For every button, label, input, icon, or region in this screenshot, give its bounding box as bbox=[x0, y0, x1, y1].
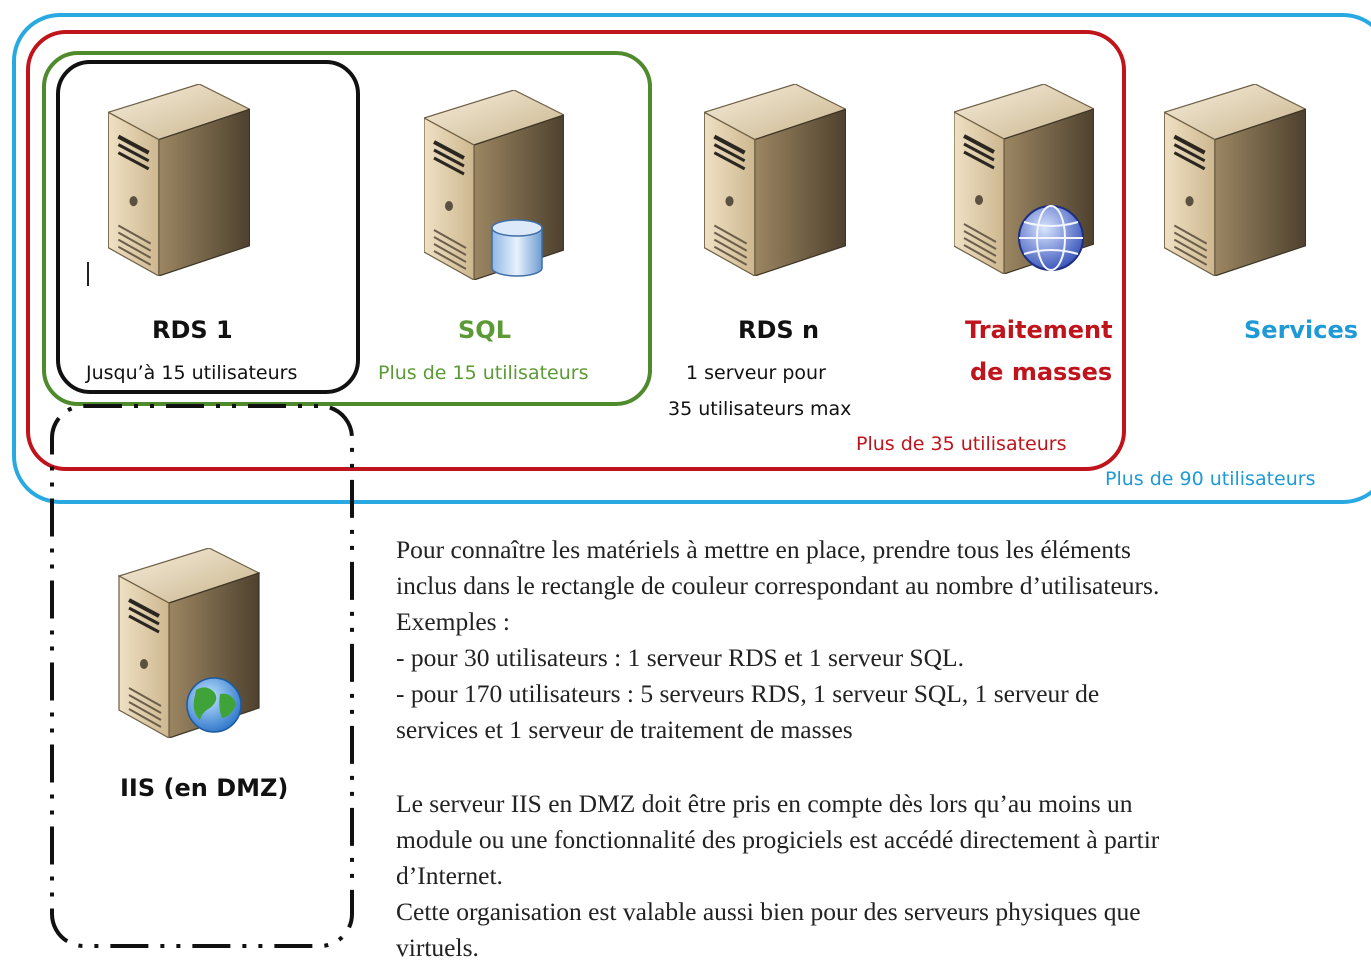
text-line: services et 1 serveur de traitement de m… bbox=[396, 715, 853, 744]
services-frame bbox=[12, 13, 1371, 504]
sql-server-icon bbox=[424, 90, 564, 280]
iis-title: IIS (en DMZ) bbox=[120, 774, 289, 802]
globe-icon bbox=[1018, 205, 1084, 271]
masses-frame bbox=[26, 30, 1126, 471]
text-line: Le serveur IIS en DMZ doit être pris en … bbox=[396, 789, 1133, 818]
text-line: inclus dans le rectangle de couleur corr… bbox=[396, 571, 1160, 600]
text-line: Exemples : bbox=[396, 607, 511, 636]
services-title: Services bbox=[1244, 316, 1359, 344]
masses-title-line-2: de masses bbox=[970, 358, 1113, 386]
sql-frame bbox=[42, 51, 652, 406]
iis-frame bbox=[50, 404, 354, 948]
rds1-title: RDS 1 bbox=[152, 316, 233, 344]
rdsn-caption-line-1: 1 serveur pour bbox=[686, 362, 826, 384]
rdsn-server-icon bbox=[704, 84, 845, 276]
text-line: Cette organisation est valable aussi bie… bbox=[396, 897, 1141, 926]
iis-note-paragraph: Le serveur IIS en DMZ doit être pris en … bbox=[396, 786, 1356, 966]
rds1-caption: Jusqu’à 15 utilisateurs bbox=[86, 362, 298, 384]
earth-icon bbox=[186, 677, 242, 733]
rds1-frame bbox=[56, 60, 360, 394]
database-icon bbox=[491, 219, 543, 277]
text-line: Pour connaître les matériels à mettre en… bbox=[396, 535, 1131, 564]
services-frame-caption: Plus de 90 utilisateurs bbox=[1105, 468, 1316, 490]
text-line: module ou une fonctionnalité des progici… bbox=[396, 825, 1160, 854]
masses-title-line-1: Traitement bbox=[965, 316, 1113, 344]
rdsn-caption-line-2: 35 utilisateurs max bbox=[668, 398, 852, 420]
text-line: - pour 170 utilisateurs : 5 serveurs RDS… bbox=[396, 679, 1100, 708]
text-line: d’Internet. bbox=[396, 861, 503, 890]
rds1-server-icon bbox=[108, 84, 249, 276]
sql-title: SQL bbox=[458, 316, 511, 344]
explanation-paragraph: Pour connaître les matériels à mettre en… bbox=[396, 532, 1356, 748]
masses-server-icon bbox=[954, 84, 1094, 274]
rdsn-title: RDS n bbox=[738, 316, 820, 344]
text-line: virtuels. bbox=[396, 933, 479, 962]
iis-server-icon bbox=[119, 548, 259, 738]
sql-caption: Plus de 15 utilisateurs bbox=[378, 362, 589, 384]
text-line: - pour 30 utilisateurs : 1 serveur RDS e… bbox=[396, 643, 964, 672]
masses-frame-caption: Plus de 35 utilisateurs bbox=[856, 433, 1067, 455]
services-server-icon bbox=[1164, 84, 1305, 276]
